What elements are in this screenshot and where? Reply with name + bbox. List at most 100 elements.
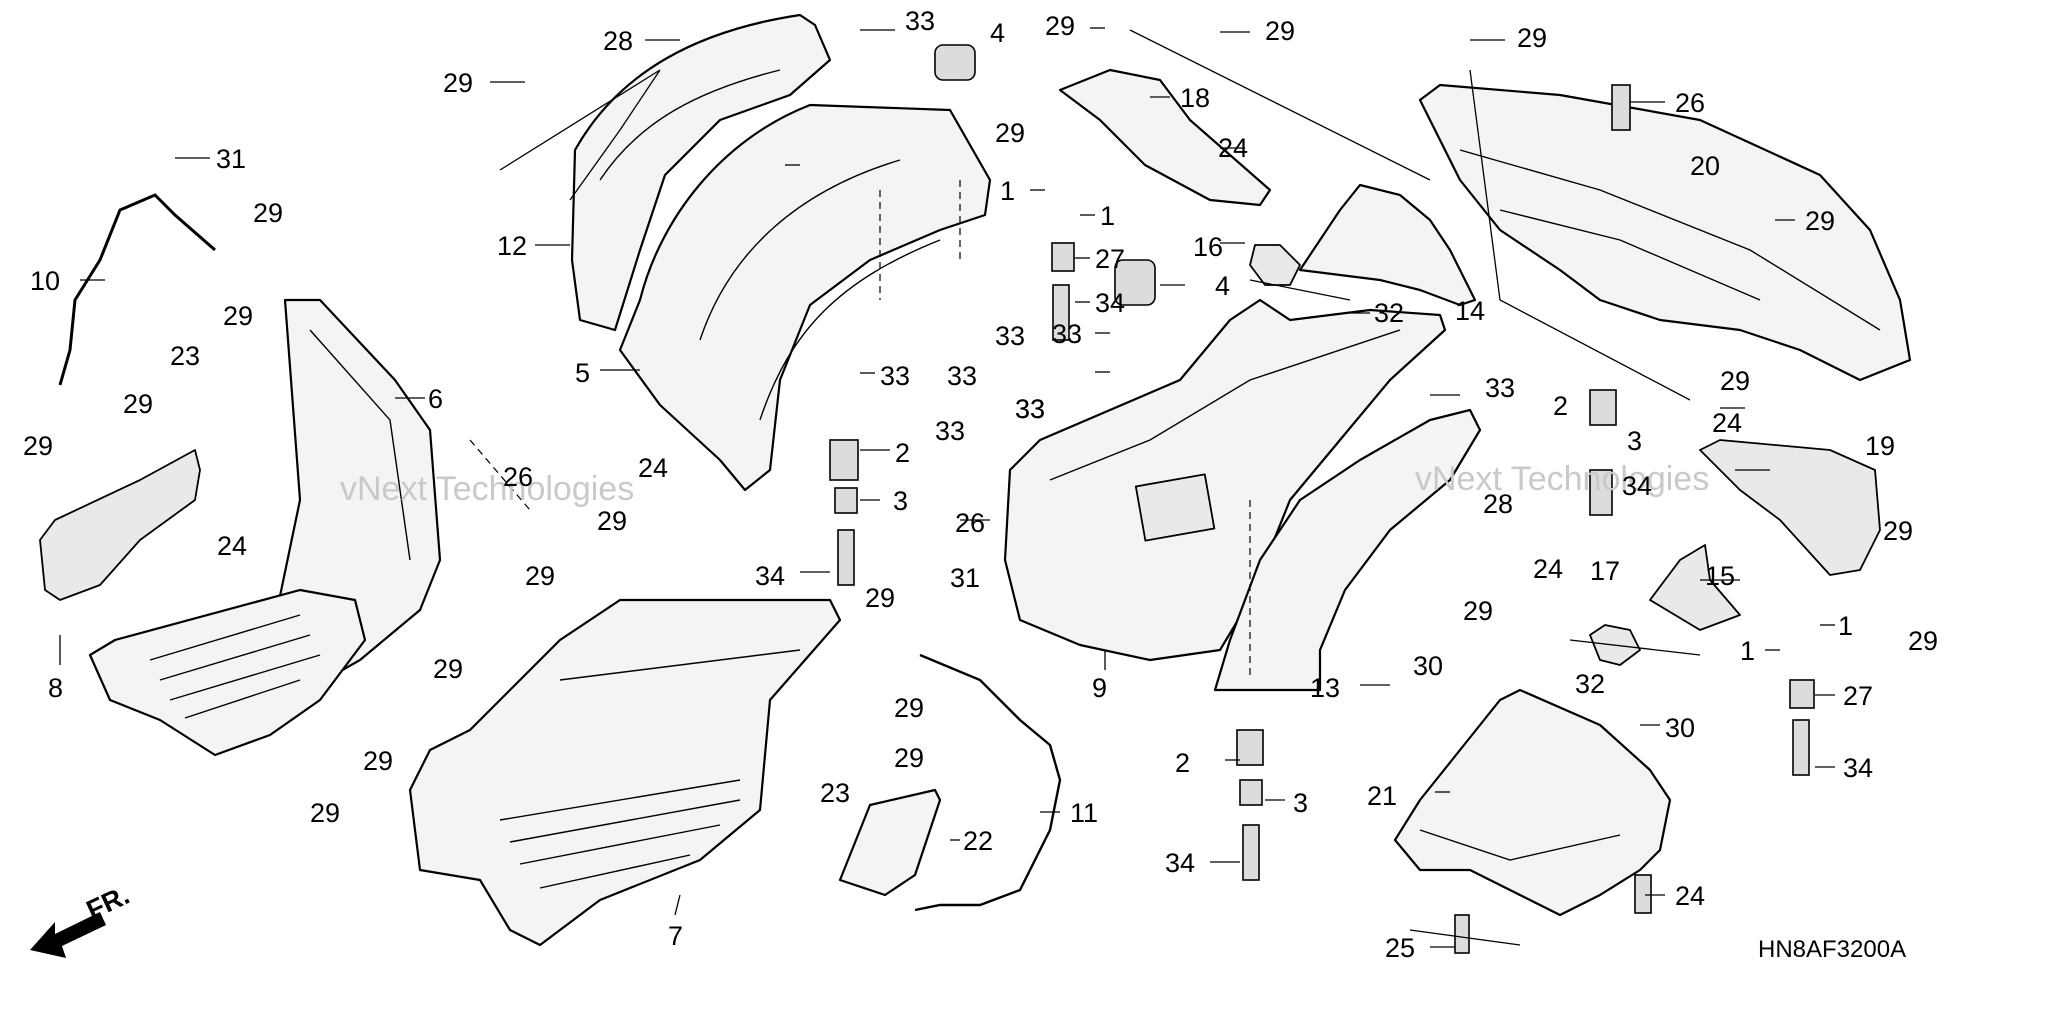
callout-34: 34 [1095, 288, 1125, 318]
callout-32: 32 [1575, 669, 1605, 699]
callout-29: 29 [1805, 206, 1835, 236]
part-25-bolt-bottom [1454, 914, 1470, 954]
callout-29: 29 [253, 198, 283, 228]
part-13-rear-fender-liner [1213, 408, 1482, 692]
part-11-wire [914, 653, 1062, 912]
callout-29: 29 [1265, 16, 1295, 46]
part-34-bolt-right [1589, 469, 1613, 516]
callout-19: 19 [1865, 431, 1895, 461]
part-8-floor-step [88, 588, 367, 757]
callout-31: 31 [216, 144, 246, 174]
connector-14 [1249, 279, 1351, 301]
callout-28: 28 [603, 26, 633, 56]
part-18-bracket [1058, 68, 1272, 207]
callout-24: 24 [1533, 554, 1563, 584]
part-19-bracket [1699, 439, 1881, 576]
callout-29: 29 [443, 68, 473, 98]
front-direction-marker: FR. [30, 880, 134, 958]
callout-34: 34 [1622, 471, 1652, 501]
part-5-front-fender [618, 103, 992, 492]
part-4-grommet-mid [1114, 259, 1156, 306]
callout-29: 29 [433, 654, 463, 684]
callout-20: 20 [1690, 151, 1720, 181]
callout-29: 29 [597, 506, 627, 536]
callout-6: 6 [428, 384, 443, 414]
part-21-under-cover [1393, 688, 1672, 917]
part-5-inner-line-2 [759, 239, 941, 421]
callout-29: 29 [1883, 516, 1913, 546]
part-12-fender-liner [570, 13, 832, 332]
callout-33: 33 [880, 361, 910, 391]
callout-8: 8 [48, 673, 63, 703]
part-3-collar-lower [1239, 779, 1263, 806]
callout-18: 18 [1180, 83, 1210, 113]
callout-13: 13 [1310, 673, 1340, 703]
callout-27: 27 [1843, 681, 1873, 711]
callout-29: 29 [1908, 626, 1938, 656]
callout-29: 29 [865, 583, 895, 613]
part-27-collar-right [1789, 679, 1815, 709]
part-10-stay-rod [58, 193, 216, 386]
part-9-panel [1134, 473, 1216, 542]
callout-16: 16 [1193, 232, 1223, 262]
part-34-bolt-left [837, 529, 855, 586]
callout-24: 24 [1712, 408, 1742, 438]
callout-1: 1 [1838, 611, 1853, 641]
callout-26: 26 [955, 508, 985, 538]
part-5-inner-line [699, 159, 901, 341]
part-34-bolt-lower [1242, 824, 1260, 881]
callout-29: 29 [1720, 366, 1750, 396]
callout-23: 23 [170, 341, 200, 371]
callout-29: 29 [1517, 23, 1547, 53]
callout-30: 30 [1665, 713, 1695, 743]
callout-17: 17 [1590, 556, 1620, 586]
connector-18 [1129, 29, 1431, 181]
leader-lines [59, 27, 1835, 948]
callout-33: 33 [947, 361, 977, 391]
callout-3: 3 [893, 486, 908, 516]
callout-29: 29 [525, 561, 555, 591]
callout-33: 33 [905, 6, 935, 36]
callout-30: 30 [1413, 651, 1443, 681]
part-20-inner-line [1459, 149, 1881, 331]
callout-15: 15 [1705, 561, 1735, 591]
part-8-tread-pattern [149, 614, 321, 719]
callout-33: 33 [1015, 394, 1045, 424]
callout-7: 7 [668, 921, 683, 951]
callout-9: 9 [1092, 673, 1107, 703]
callout-2: 2 [895, 438, 910, 468]
callout-33: 33 [935, 416, 965, 446]
callout-29: 29 [23, 431, 53, 461]
callout-23: 23 [820, 778, 850, 808]
callout-29: 29 [363, 746, 393, 776]
part-6-inner-line [309, 329, 411, 561]
callout-24: 24 [217, 531, 247, 561]
part-14-cover [1298, 183, 1477, 307]
part-9-inner-line [1049, 329, 1401, 481]
part-7-tread-pattern [499, 649, 801, 889]
callout-24: 24 [1218, 133, 1248, 163]
part-21-inner-line [1419, 829, 1621, 861]
callout-24: 24 [1675, 881, 1705, 911]
part-34-bolt-mid [1052, 284, 1070, 341]
callout-29: 29 [995, 118, 1025, 148]
part-4-grommet-top [934, 44, 976, 81]
callout-25: 25 [1385, 933, 1415, 963]
callout-32: 32 [1374, 298, 1404, 328]
callout-26: 26 [503, 462, 533, 492]
part-26-bolt-top [1611, 84, 1631, 131]
lead-7 [674, 894, 681, 916]
callout-33: 33 [995, 321, 1025, 351]
callout-1: 1 [1000, 176, 1015, 206]
callout-29: 29 [1463, 596, 1493, 626]
part-12-ridge [599, 69, 781, 181]
connector-25 [1409, 929, 1521, 946]
callout-29: 29 [223, 301, 253, 331]
callout-21: 21 [1367, 781, 1397, 811]
callout-26: 26 [1675, 88, 1705, 118]
part-8-bracket [39, 449, 201, 601]
callout-4: 4 [990, 18, 1005, 48]
callout-34: 34 [1843, 753, 1873, 783]
callout-31: 31 [950, 563, 980, 593]
